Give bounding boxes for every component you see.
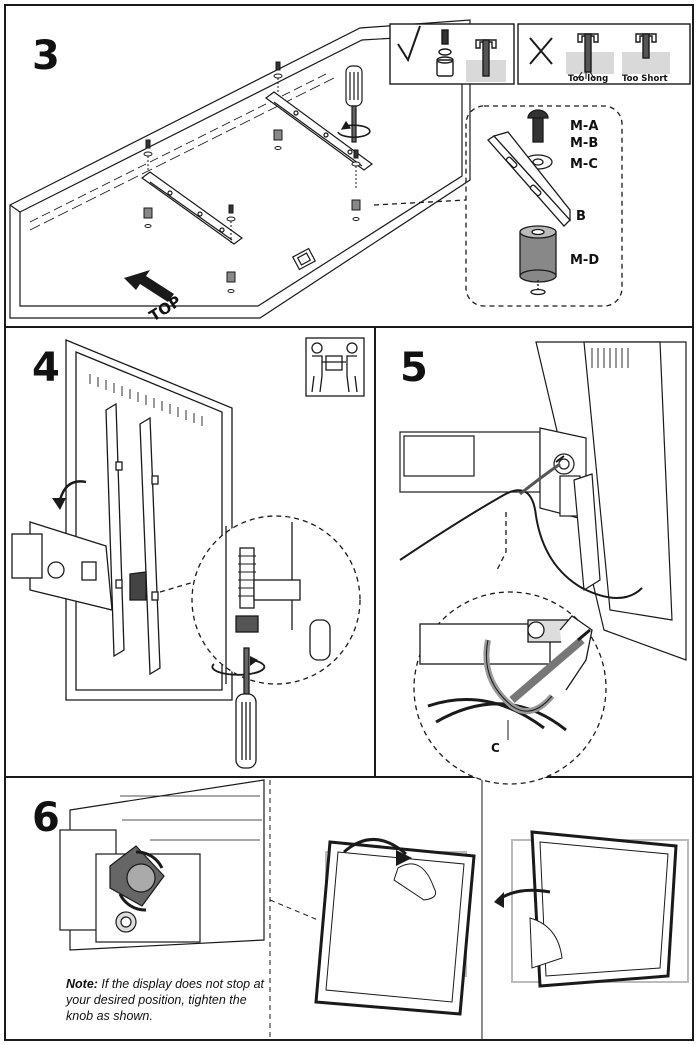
spacer-md [519, 225, 557, 296]
screwdriver-icon [337, 65, 371, 143]
step-number-3: 3 [32, 33, 60, 79]
note-label: Note: [66, 977, 98, 991]
mounting-rail-right [264, 91, 374, 171]
step-number-5: 5 [400, 345, 428, 391]
part-label-mb: M-B [570, 136, 598, 151]
arrow-top-icon [124, 270, 174, 302]
wrong-screw-box [517, 23, 691, 85]
note-body: If the display does not stop at your des… [66, 977, 265, 1023]
knob-icon [109, 845, 165, 907]
too-long-label: Too long [568, 74, 608, 84]
cable-tie-detail [413, 512, 607, 785]
part-label-ma: M-A [570, 119, 598, 134]
arm-mount-step4 [11, 521, 147, 611]
cross-icon [529, 37, 553, 65]
note-text-block: Note: If the display does not stop at yo… [66, 976, 266, 1024]
mounting-rail-left [140, 171, 244, 245]
arm-mount-step5 [399, 427, 601, 592]
correct-screw-box [389, 23, 515, 85]
two-person-icon [305, 337, 365, 397]
rotate-arrow-icon [52, 480, 87, 510]
too-short-label: Too Short [622, 74, 668, 84]
tilt-display-illustration [314, 838, 476, 1016]
screw-ma [527, 109, 549, 143]
screw-sets [143, 61, 361, 293]
bracket-b [487, 131, 571, 227]
hardware-detail-callout [373, 105, 623, 307]
swivel-display-illustration [494, 830, 689, 988]
check-icon [397, 25, 421, 63]
step-number-4: 4 [32, 345, 60, 391]
part-label-md: M-D [570, 253, 599, 268]
part-label-mc: M-C [570, 157, 598, 172]
knob-detail-step6 [59, 779, 265, 951]
tv-panel-step5 [535, 341, 687, 661]
cable-tie-label: C [491, 741, 500, 755]
step-number-6: 6 [32, 795, 60, 841]
cable-step5 [399, 455, 643, 599]
mounting-rails-step4 [105, 402, 161, 676]
panel-step-6 [4, 776, 694, 1041]
part-label-b: B [576, 209, 586, 224]
screw-detail-step4 [159, 515, 361, 769]
